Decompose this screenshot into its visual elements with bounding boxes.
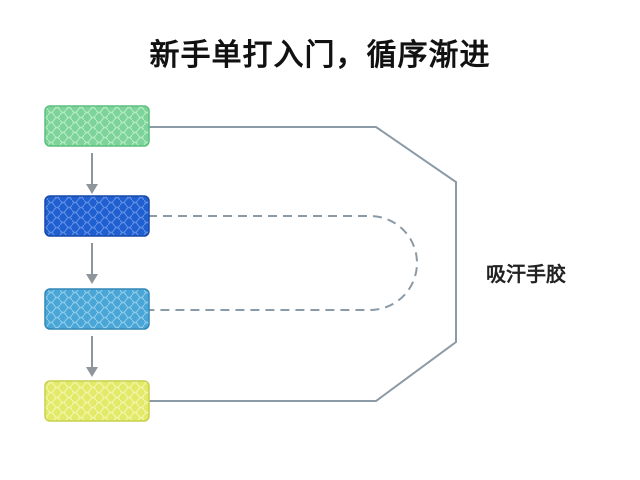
light-blue-grip-tile <box>44 288 150 330</box>
down-arrow-3 <box>86 336 98 377</box>
outer-bracket-line <box>148 126 457 402</box>
yellow-grip-body <box>44 380 150 422</box>
inner-dashed-loop <box>148 215 418 311</box>
sweat-grip-label: 吸汗手胶 <box>486 262 566 286</box>
green-grip-tile <box>44 105 150 147</box>
down-arrow-2 <box>86 243 98 284</box>
blue-grip-body <box>44 195 150 237</box>
blue-grip-tile <box>44 195 150 237</box>
yellow-grip-tile <box>44 380 150 422</box>
down-arrow-1 <box>86 153 98 194</box>
green-grip-body <box>44 105 150 147</box>
diagram-title: 新手单打入门，循序渐进 <box>149 38 491 73</box>
light-blue-grip-body <box>44 288 150 330</box>
